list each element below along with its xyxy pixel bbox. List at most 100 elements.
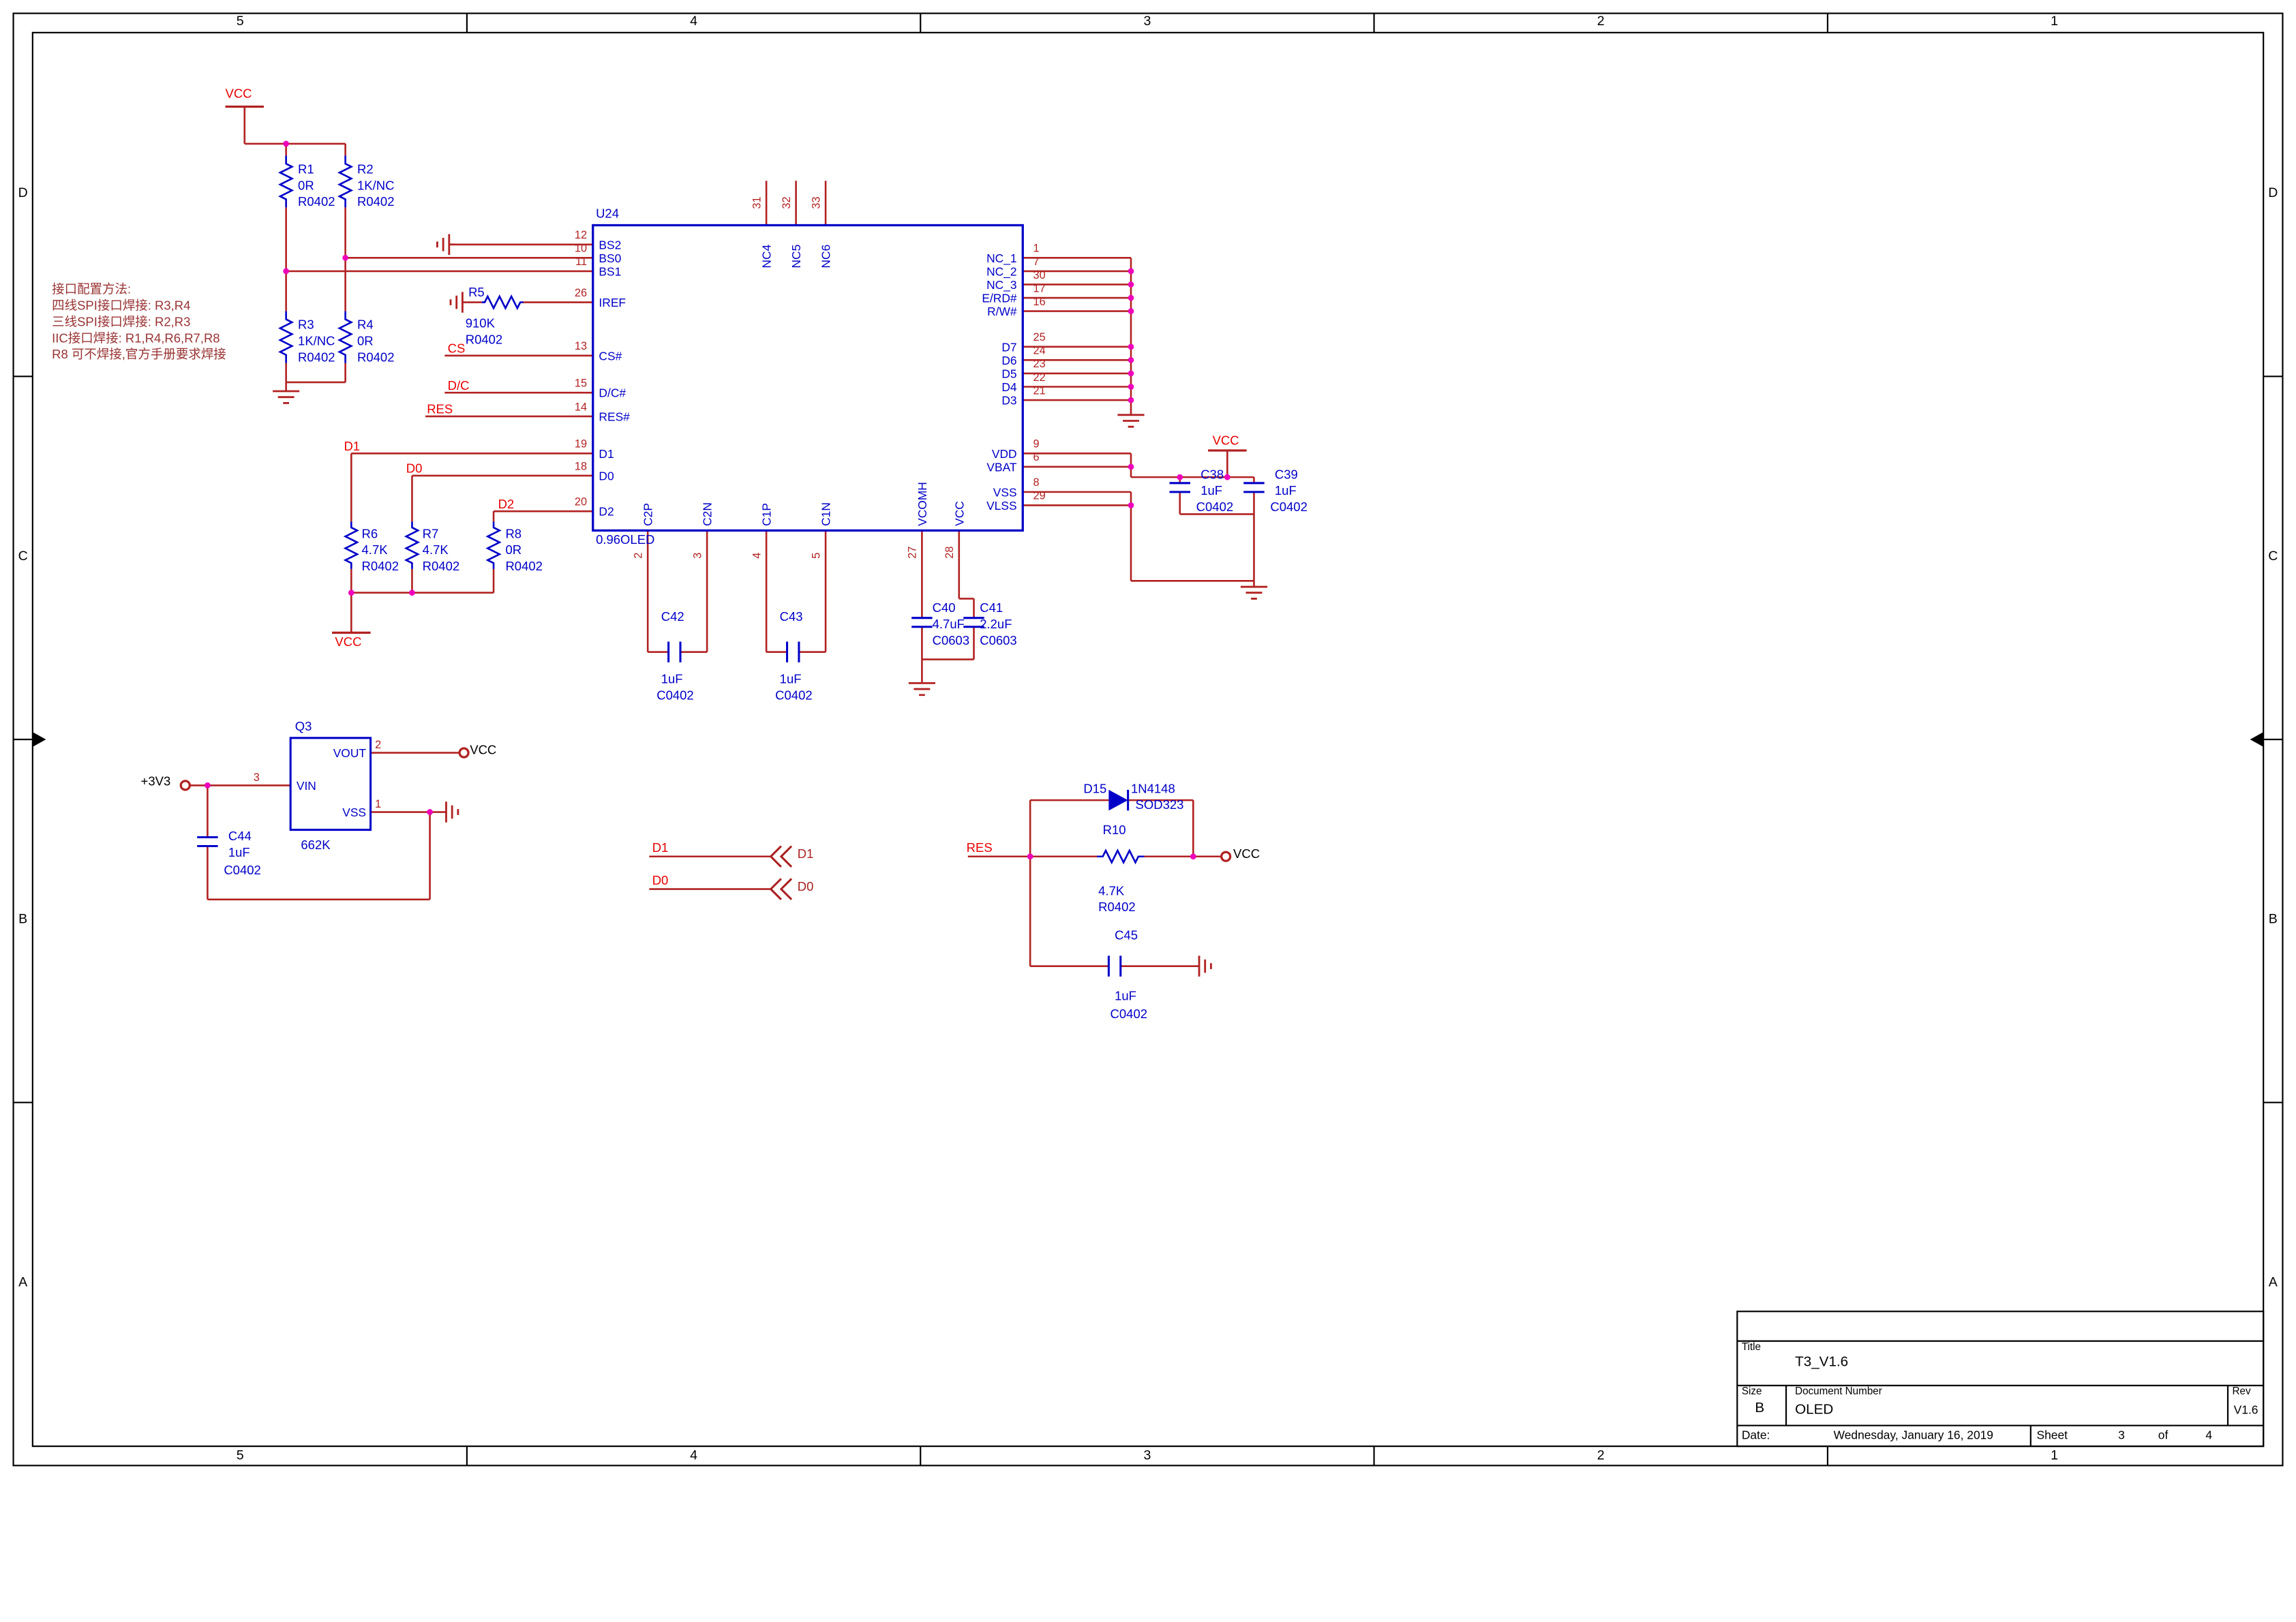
comp-ref-D15[interactable]: D15 — [1083, 780, 1107, 796]
comp-footprint-R7[interactable]: R0402 — [422, 558, 460, 574]
net-label-dc[interactable]: D/C — [447, 378, 470, 393]
comp-ref-R5[interactable]: R5 — [468, 284, 485, 300]
ground-symbols[interactable] — [273, 234, 1268, 977]
offpage-label-op_d0[interactable]: D0 — [797, 878, 814, 894]
u24-ref[interactable]: U24 — [596, 206, 619, 221]
comp-footprint-C44[interactable]: C0402 — [224, 862, 261, 878]
comp-footprint-C40[interactable]: C0603 — [932, 632, 970, 648]
u24-body[interactable] — [592, 224, 1024, 532]
q3-outline[interactable] — [289, 737, 372, 831]
gnd-c45-icon[interactable] — [1198, 955, 1212, 977]
comp-value-C39[interactable]: 1uF — [1274, 483, 1297, 498]
q3-ref[interactable]: Q3 — [294, 718, 312, 734]
comp-value-R4[interactable]: 0R — [357, 333, 374, 348]
vcc-terminal-r10-icon[interactable] — [1220, 851, 1232, 862]
net-label-d1_mid[interactable]: D1 — [652, 840, 669, 855]
comp-ref-C42[interactable]: C42 — [661, 609, 684, 624]
net-label-cs[interactable]: CS — [447, 341, 466, 356]
comp-ref-C38[interactable]: C38 — [1200, 466, 1224, 482]
resistor-symbol-R2[interactable] — [337, 155, 354, 208]
comp-footprint-C43[interactable]: C0402 — [775, 687, 813, 703]
comp-value-D15[interactable]: 1N4148 — [1130, 780, 1175, 796]
comp-value-C43[interactable]: 1uF — [779, 671, 802, 686]
net-label-vcc_tl[interactable]: VCC — [225, 86, 252, 101]
comp-footprint-R4[interactable]: R0402 — [357, 350, 395, 365]
comp-value-R6[interactable]: 4.7K — [361, 542, 388, 557]
comp-footprint-C41[interactable]: C0603 — [980, 632, 1017, 648]
offpage-d1-chevron-icon[interactable] — [769, 845, 793, 868]
net-label-res2[interactable]: RES — [966, 840, 993, 855]
comp-value-R2[interactable]: 1K/NC — [357, 177, 395, 193]
offpage-d0-chevron-icon[interactable] — [769, 878, 793, 900]
resistor-symbol-R4[interactable] — [337, 311, 354, 363]
comp-footprint-C39[interactable]: C0402 — [1270, 499, 1308, 515]
comp-ref-C44[interactable]: C44 — [228, 828, 252, 844]
net-label-d0_mid[interactable]: D0 — [652, 872, 669, 888]
terminal-3v3-icon[interactable] — [179, 780, 191, 791]
offpage-label-op_d1[interactable]: D1 — [797, 846, 814, 861]
comp-footprint-R1[interactable]: R0402 — [298, 194, 335, 209]
u24-value[interactable]: 0.96OLED — [596, 532, 655, 547]
resistor-symbol-R10[interactable] — [1096, 848, 1145, 865]
gnd-c40c41-icon[interactable] — [908, 682, 935, 697]
comp-ref-R6[interactable]: R6 — [361, 525, 378, 541]
net-label-vcc_pu[interactable]: VCC — [335, 634, 362, 649]
gnd-c38c39-icon[interactable] — [1240, 585, 1268, 600]
comp-ref-R8[interactable]: R8 — [505, 525, 522, 541]
comp-value-C40[interactable]: 4.7uF — [932, 616, 965, 632]
gnd-bs2-icon[interactable] — [436, 234, 455, 255]
comp-ref-R3[interactable]: R3 — [298, 317, 314, 333]
q3-value[interactable]: 662K — [301, 837, 331, 853]
comp-footprint-R5[interactable]: R0402 — [465, 332, 503, 347]
comp-value-C41[interactable]: 2.2uF — [980, 616, 1012, 632]
resistor-symbol-R7[interactable] — [404, 521, 421, 569]
comp-value-R5[interactable]: 910K — [465, 316, 495, 331]
u24-outline[interactable] — [592, 224, 1024, 532]
comp-footprint-R3[interactable]: R0402 — [298, 350, 335, 365]
capacitor-C39-icon[interactable] — [1243, 482, 1265, 493]
capacitor-C45-icon[interactable] — [1107, 955, 1122, 977]
net-label-d0[interactable]: D0 — [406, 461, 423, 476]
gnd-q3-vss-icon[interactable] — [445, 801, 459, 823]
diode-d15-triangle-icon[interactable] — [1108, 789, 1128, 811]
comp-ref-C45[interactable]: C45 — [1115, 928, 1138, 943]
net-label-vcc_r[interactable]: VCC — [1212, 432, 1239, 448]
power-terminal-in_3v3[interactable]: +3V3 — [140, 773, 171, 789]
comp-value-C44[interactable]: 1uF — [228, 844, 250, 860]
comp-footprint-D15[interactable]: SOD323 — [1135, 797, 1184, 812]
resistor-symbol-R1[interactable] — [278, 155, 294, 208]
vcc-terminal-q3-icon[interactable] — [458, 747, 470, 759]
comp-ref-C43[interactable]: C43 — [779, 609, 803, 624]
net-label-res[interactable]: RES — [427, 401, 453, 416]
comp-ref-R10[interactable]: R10 — [1102, 822, 1126, 838]
comp-ref-R1[interactable]: R1 — [298, 161, 314, 177]
comp-value-R3[interactable]: 1K/NC — [298, 333, 335, 348]
comp-ref-C39[interactable]: C39 — [1274, 466, 1298, 482]
resistor-symbols[interactable] — [278, 155, 1145, 865]
capacitor-C42-icon[interactable] — [667, 641, 682, 662]
comp-ref-R2[interactable]: R2 — [357, 161, 374, 177]
resistor-symbol-R6[interactable] — [343, 521, 359, 569]
gnd-r3r4-icon[interactable] — [273, 390, 300, 404]
comp-value-R1[interactable]: 0R — [298, 177, 314, 193]
resistor-symbol-R8[interactable] — [485, 521, 502, 569]
comp-footprint-R2[interactable]: R0402 — [357, 194, 395, 209]
comp-ref-R4[interactable]: R4 — [357, 317, 374, 333]
comp-footprint-C38[interactable]: C0402 — [1196, 499, 1234, 515]
comp-value-R7[interactable]: 4.7K — [422, 542, 449, 557]
capacitor-C38-icon[interactable] — [1169, 482, 1190, 493]
gnd-r5-icon[interactable] — [449, 292, 464, 313]
capacitor-C41-icon[interactable] — [963, 617, 984, 628]
comp-ref-C40[interactable]: C40 — [932, 600, 956, 615]
comp-footprint-R6[interactable]: R0402 — [361, 558, 399, 574]
comp-footprint-C45[interactable]: C0402 — [1110, 1006, 1148, 1022]
resistor-symbol-R5[interactable] — [481, 294, 524, 311]
power-terminal-r10_vcc[interactable]: VCC — [1233, 846, 1260, 861]
comp-value-C38[interactable]: 1uF — [1200, 483, 1223, 498]
comp-footprint-R8[interactable]: R0402 — [505, 558, 543, 574]
q3-body[interactable] — [289, 737, 372, 831]
power-symbols[interactable] — [179, 105, 1247, 862]
resistor-symbol-R3[interactable] — [278, 311, 294, 363]
capacitor-symbols[interactable] — [197, 482, 1265, 977]
comp-footprint-C42[interactable]: C0402 — [656, 687, 694, 703]
